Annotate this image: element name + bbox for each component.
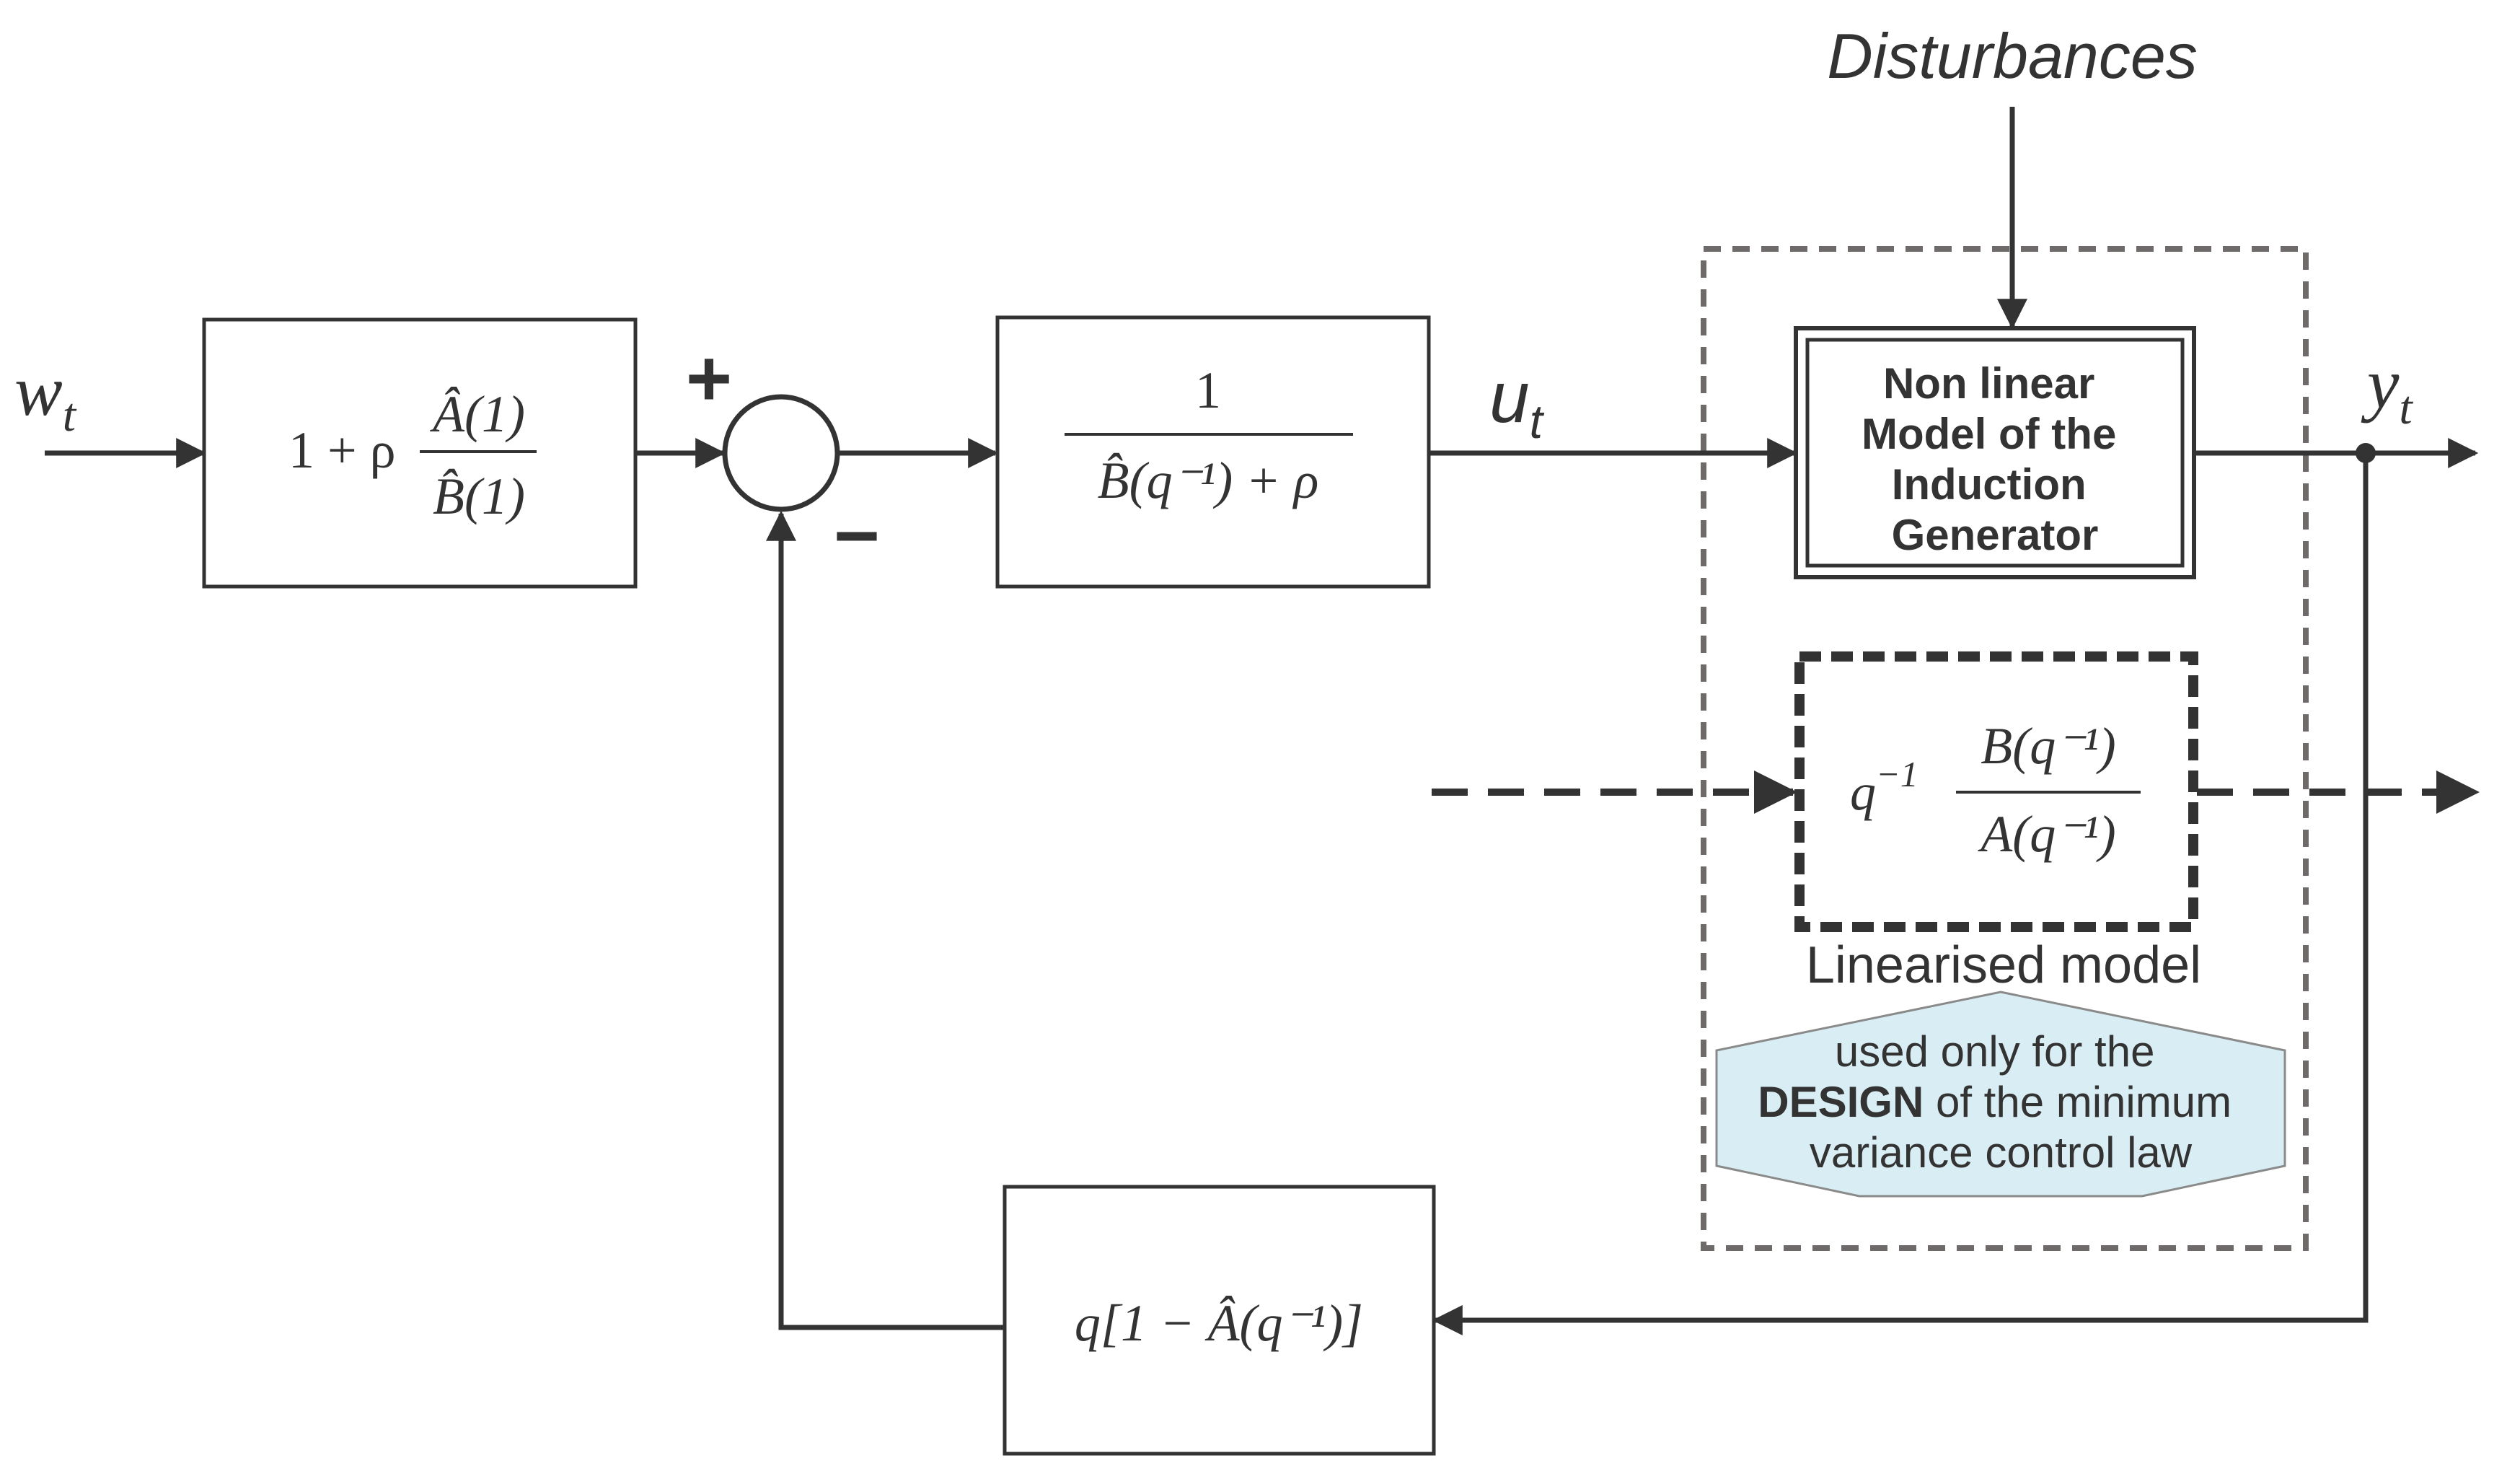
prefilter-numerator: Â(1) bbox=[430, 385, 525, 443]
model-region-dashed bbox=[1701, 246, 2309, 1251]
control-signal-label: ut bbox=[1489, 357, 1545, 448]
controller-denominator: B̂(q⁻¹) + ρ bbox=[1098, 452, 1319, 509]
plant-label-line-3: Induction bbox=[1892, 460, 2087, 509]
feedback-expression: q[1 − Â(q⁻¹)] bbox=[1075, 1294, 1363, 1352]
plant-block-outer bbox=[1794, 326, 2196, 579]
output-signal-subscript: t bbox=[2399, 382, 2413, 434]
input-signal-subscript: t bbox=[63, 389, 77, 442]
design-callout-line-3: variance control law bbox=[1810, 1128, 2193, 1177]
sum-minus-sign: − bbox=[834, 491, 880, 580]
linearised-model-caption: Linearised model bbox=[1806, 936, 2201, 994]
plant-block-inner bbox=[1805, 338, 2185, 568]
plant-label: Non linear Model of the Induction Genera… bbox=[1862, 359, 2128, 559]
prefilter-lead: 1 + ρ bbox=[288, 421, 396, 479]
design-callout-shape bbox=[1715, 991, 2286, 1198]
design-callout-line-1: used only for the bbox=[1835, 1027, 2155, 1076]
design-callout-bold: DESIGN bbox=[1758, 1078, 1924, 1126]
plant-label-line-4: Generator bbox=[1892, 511, 2099, 559]
feedback-wire-to-block bbox=[1432, 453, 2369, 1335]
output-signal-symbol: y bbox=[2361, 343, 2400, 423]
linear-model-lead-sup: −1 bbox=[1876, 754, 1918, 794]
feedback-block bbox=[1003, 1185, 1436, 1456]
prefilter-denominator: B̂(1) bbox=[433, 467, 525, 525]
disturbances-label: Disturbances bbox=[1827, 20, 2198, 92]
feedback-wire-to-sum bbox=[766, 510, 1005, 1330]
linear-model-numerator: B(q⁻¹) bbox=[1981, 717, 2116, 775]
input-signal-label: wt bbox=[14, 351, 77, 442]
control-signal-symbol: u bbox=[1489, 357, 1530, 438]
design-callout-text: used only for the DESIGN of the minimum … bbox=[1758, 1027, 2244, 1177]
linear-model-denominator: A(q⁻¹) bbox=[1978, 805, 2116, 863]
linear-model-lead: q−1 bbox=[1850, 754, 1918, 821]
sum-plus-sign: + bbox=[686, 334, 732, 423]
control-signal-subscript: t bbox=[1530, 395, 1545, 448]
input-signal-symbol: w bbox=[14, 351, 63, 431]
plant-label-line-1: Non linear bbox=[1883, 359, 2094, 408]
linear-model-lead-q: q bbox=[1850, 763, 1876, 821]
output-signal-label: yt bbox=[2361, 343, 2413, 434]
design-callout-line-2: of the minimum bbox=[1924, 1078, 2232, 1126]
summing-junction bbox=[722, 394, 840, 512]
plant-label-line-2: Model of the bbox=[1862, 410, 2116, 458]
controller-numerator: 1 bbox=[1195, 361, 1221, 419]
